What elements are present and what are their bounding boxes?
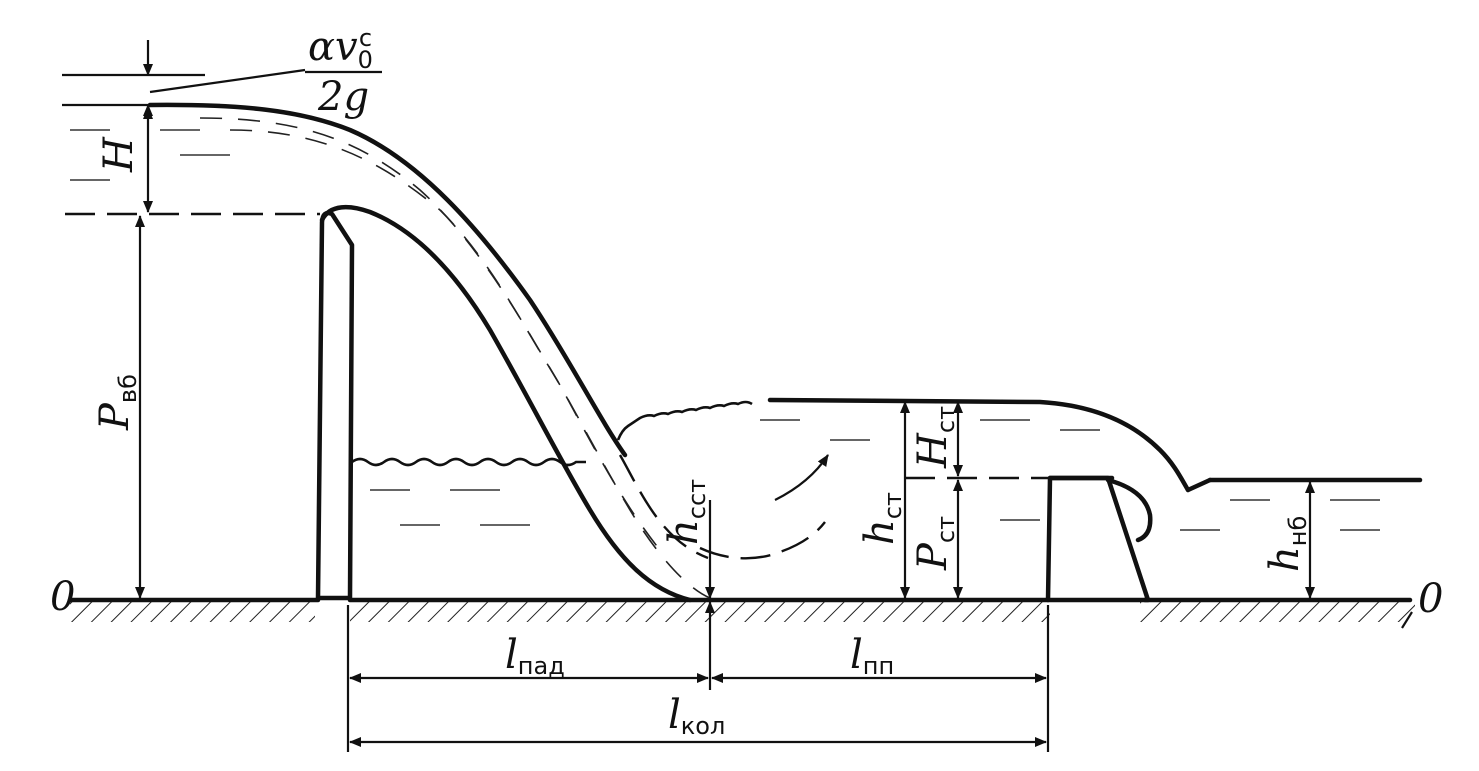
drop-wall	[315, 210, 355, 601]
hst-label: hст	[857, 492, 907, 545]
lkol-label: lкол	[668, 692, 725, 740]
lpp-label: lпп	[850, 632, 894, 680]
dimensions	[135, 40, 1413, 752]
end-sill	[1045, 475, 1153, 603]
ground	[67, 597, 1415, 622]
jump-wave	[616, 400, 753, 441]
pool-wave-left	[351, 457, 586, 467]
ground-hatch-right	[1140, 600, 1415, 622]
datum-label-left: 0	[50, 574, 75, 620]
ground-hatch-left	[70, 600, 315, 622]
Pst-label: Pст	[910, 516, 960, 571]
Hst-label: Hст	[910, 406, 960, 469]
datum-label-right: 0	[1418, 576, 1443, 622]
Pvb-label: Pвб	[92, 374, 142, 431]
nappe-lower-surface	[319, 204, 693, 603]
nappe-upper-surface	[147, 102, 628, 458]
falling-nappe	[147, 102, 711, 603]
nappe-upper-in-pool	[618, 454, 709, 560]
pool-surface	[767, 397, 1191, 493]
sill-nappe	[1105, 477, 1153, 543]
hcst-label: hcст	[661, 479, 711, 545]
lpad-label: lпад	[505, 632, 565, 680]
H-label: H	[96, 136, 142, 173]
labels: αv0c 2g H Pвб 0 0 hcст hст Hст Pст hнб l…	[50, 24, 1443, 740]
velocity-head-leader	[149, 68, 306, 94]
roller-curve	[699, 521, 826, 560]
hnb-label: hнб	[1262, 516, 1312, 572]
roller-arrow	[774, 454, 829, 501]
ground-hatch-middle	[350, 600, 1050, 622]
velocity-head-denominator: 2g	[317, 74, 369, 120]
pool-water	[351, 397, 1423, 560]
downstream-dip	[1185, 477, 1213, 493]
velocity-head-label: αv0c	[308, 24, 373, 74]
